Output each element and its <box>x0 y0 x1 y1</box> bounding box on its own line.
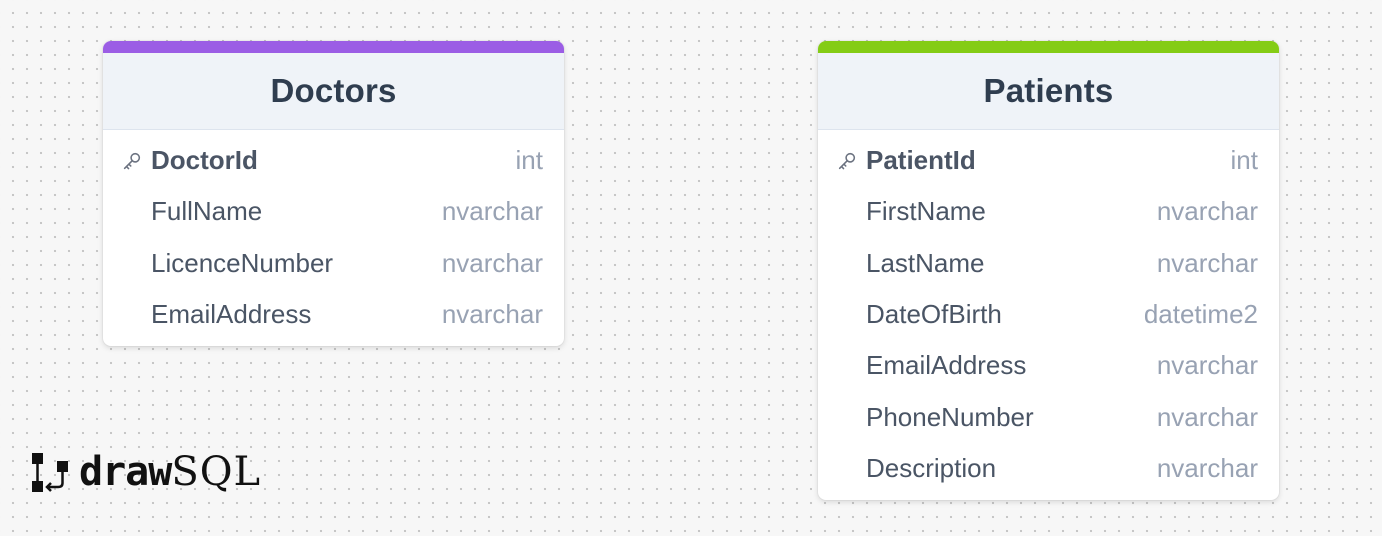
column-name: DateOfBirth <box>866 299 1002 330</box>
column-name: DoctorId <box>151 145 258 176</box>
column-type: nvarchar <box>1156 247 1258 278</box>
column-name: Description <box>866 452 997 483</box>
logo-text-draw: draw <box>79 449 172 495</box>
column-row[interactable]: FullName nvarchar <box>103 186 564 237</box>
table-doctors[interactable]: Doctors DoctorId int FullName nvarchar L… <box>103 41 564 347</box>
column-type: nvarchar <box>1156 196 1258 227</box>
column-row[interactable]: DoctorId int <box>103 135 564 186</box>
column-row[interactable]: LicenceNumber nvarchar <box>103 238 564 289</box>
column-name: LastName <box>866 247 985 278</box>
column-row[interactable]: LastName nvarchar <box>818 238 1279 289</box>
column-name: PatientId <box>866 145 976 176</box>
column-row[interactable]: EmailAddress nvarchar <box>818 340 1279 391</box>
column-row[interactable]: PatientId int <box>818 135 1279 186</box>
column-name: FirstName <box>866 196 986 227</box>
column-row[interactable]: Description nvarchar <box>818 443 1279 494</box>
column-type: nvarchar <box>1156 452 1258 483</box>
logo-text-sql: SQL <box>171 449 262 495</box>
table-header[interactable]: Doctors <box>103 53 564 130</box>
column-type: nvarchar <box>441 247 543 278</box>
column-row[interactable]: FirstName nvarchar <box>818 186 1279 237</box>
key-icon <box>836 146 866 176</box>
drawsql-logo-icon <box>32 453 68 492</box>
table-title: Patients <box>983 72 1114 109</box>
column-type: int <box>1230 145 1258 176</box>
table-accent-bar <box>103 41 564 53</box>
column-type: datetime2 <box>1143 299 1258 330</box>
table-title: Doctors <box>270 72 397 109</box>
table-accent-bar <box>818 41 1279 53</box>
column-type: nvarchar <box>441 299 543 330</box>
column-list: DoctorId int FullName nvarchar LicenceNu… <box>103 130 564 346</box>
column-row[interactable]: PhoneNumber nvarchar <box>818 391 1279 442</box>
column-name: LicenceNumber <box>151 247 334 278</box>
column-type: int <box>515 145 543 176</box>
column-type: nvarchar <box>441 196 543 227</box>
column-name: PhoneNumber <box>866 401 1034 432</box>
column-row[interactable]: EmailAddress nvarchar <box>103 289 564 340</box>
column-type: nvarchar <box>1156 350 1258 381</box>
column-name: EmailAddress <box>866 350 1027 381</box>
table-header[interactable]: Patients <box>818 53 1279 130</box>
column-row[interactable]: DateOfBirth datetime2 <box>818 289 1279 340</box>
column-type: nvarchar <box>1156 401 1258 432</box>
table-patients[interactable]: Patients PatientId int FirstName nvarcha… <box>818 41 1279 501</box>
column-name: FullName <box>151 196 263 227</box>
column-list: PatientId int FirstName nvarchar LastNam… <box>818 130 1279 500</box>
column-name: EmailAddress <box>151 299 312 330</box>
key-icon <box>121 146 151 176</box>
drawsql-logo[interactable]: draw SQL <box>31 449 262 495</box>
